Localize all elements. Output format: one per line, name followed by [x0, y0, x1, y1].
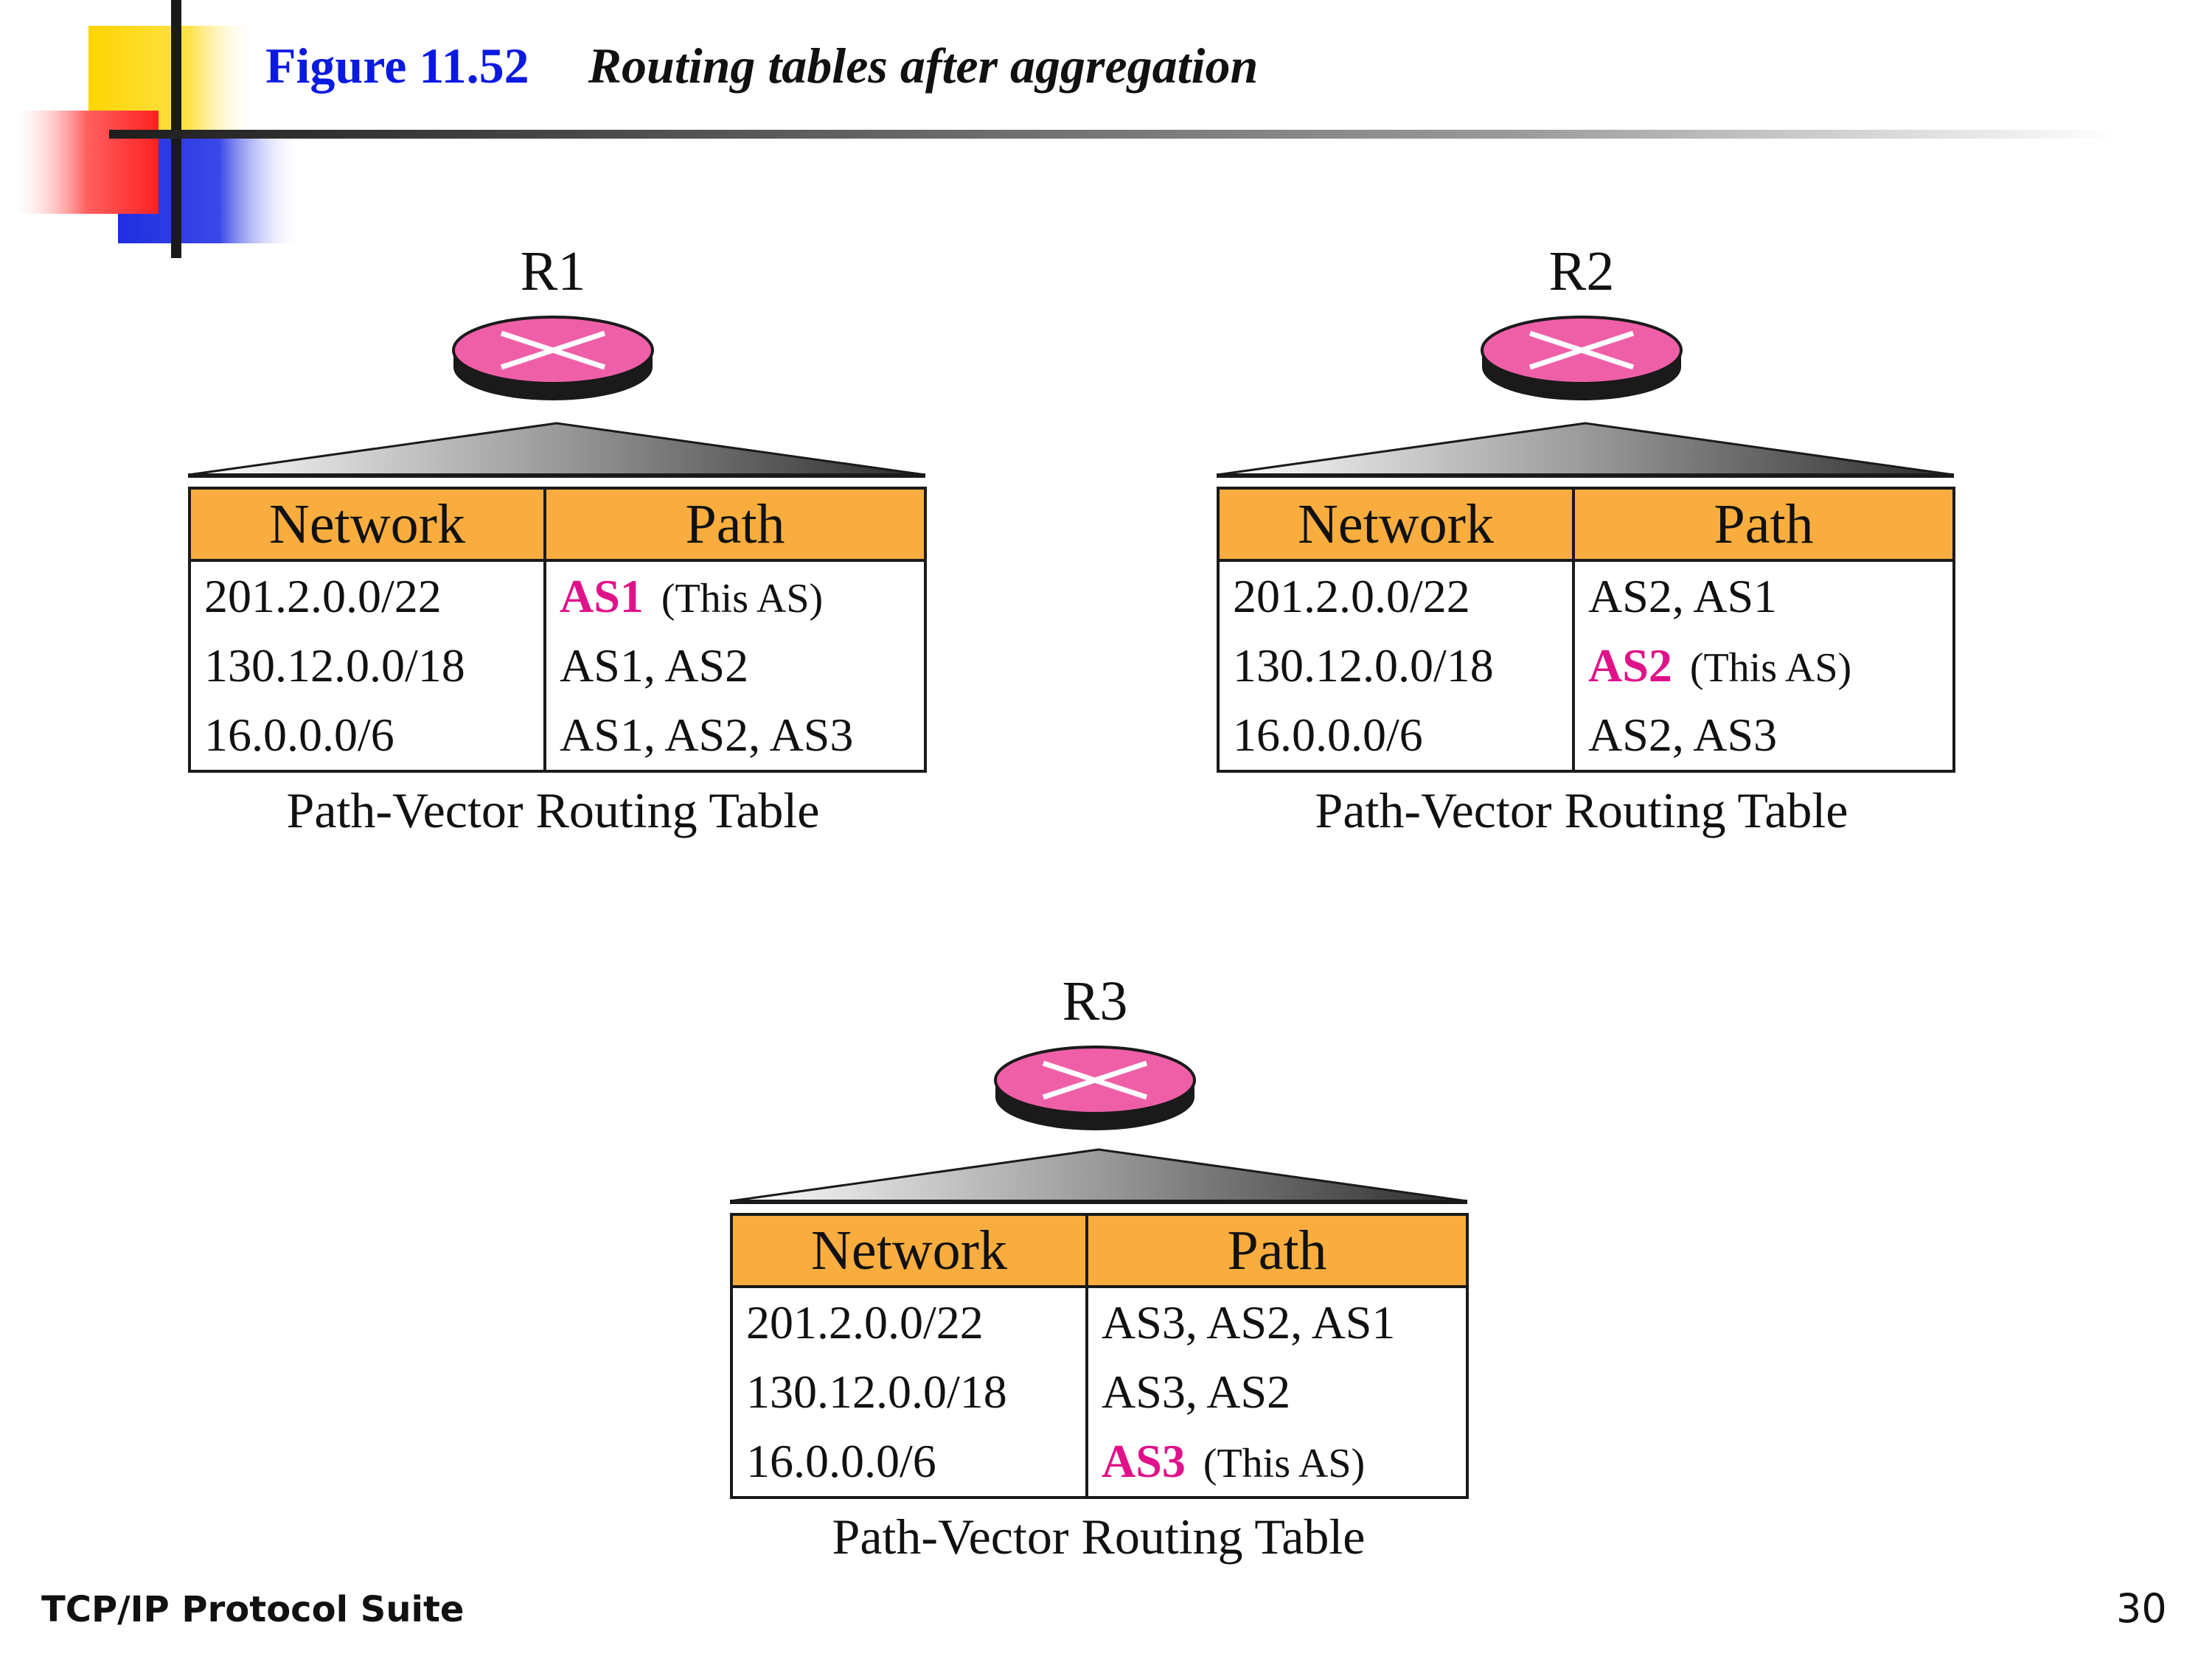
- footer-title: TCP/IP Protocol Suite: [41, 1589, 465, 1630]
- this-as-note: (This AS): [1203, 1441, 1366, 1486]
- table-row: 16.0.0.0/6 AS1, AS2, AS3: [188, 700, 927, 773]
- path-cell: AS2 (This AS): [1572, 631, 1955, 700]
- table-row: 16.0.0.0/6 AS3 (This AS): [730, 1427, 1469, 1499]
- table-row: 201.2.0.0/22 AS3, AS2, AS1: [730, 1287, 1469, 1357]
- path-value: AS3, AS2, AS1: [1102, 1296, 1396, 1349]
- path-cell: AS2, AS1: [1572, 560, 1955, 631]
- path-cell: AS1, AS2, AS3: [543, 700, 927, 773]
- this-as-label: AS1: [560, 570, 644, 622]
- title-underline: [111, 130, 2116, 139]
- figure-caption: Routing tables after aggregation: [588, 38, 1259, 94]
- table-caption: Path-Vector Routing Table: [1315, 782, 1848, 838]
- network-cell: 130.12.0.0/18: [188, 631, 546, 700]
- network-cell: 201.2.0.0/22: [1217, 560, 1575, 631]
- column-header-network: Network: [1217, 487, 1575, 562]
- column-header-path: Path: [1085, 1213, 1469, 1288]
- router-label: R2: [1548, 240, 1615, 302]
- this-as-note: (This AS): [661, 576, 824, 622]
- network-cell: 16.0.0.0/6: [188, 700, 546, 773]
- path-cell: AS3, AS2, AS1: [1085, 1287, 1469, 1357]
- network-cell: 16.0.0.0/6: [1217, 700, 1575, 773]
- path-value: AS2, AS1: [1588, 570, 1778, 622]
- table-row: 130.12.0.0/18 AS3, AS2: [730, 1357, 1469, 1427]
- column-header-network: Network: [188, 487, 546, 562]
- path-value: AS1, AS2: [560, 639, 749, 692]
- network-cell: 130.12.0.0/18: [1217, 631, 1575, 700]
- table-connector: [1216, 420, 1955, 487]
- path-value: AS1, AS2, AS3: [560, 709, 854, 761]
- network-cell: 201.2.0.0/22: [730, 1287, 1088, 1357]
- figure-number: Figure 11.52: [265, 38, 529, 94]
- table-connector: [729, 1147, 1468, 1213]
- router-label: R3: [1062, 970, 1128, 1032]
- router-icon: [450, 310, 656, 406]
- this-as-note: (This AS): [1689, 645, 1852, 691]
- table-connector: [187, 420, 926, 487]
- path-cell: AS1, AS2: [543, 631, 927, 700]
- figure-title: Figure 11.52 Routing tables after aggrega…: [265, 37, 1258, 95]
- table-row: 201.2.0.0/22 AS1 (This AS): [188, 560, 927, 631]
- this-as-label: AS2: [1588, 639, 1672, 692]
- table-caption: Path-Vector Routing Table: [832, 1509, 1366, 1565]
- path-value: AS3, AS2: [1102, 1366, 1291, 1418]
- column-header-path: Path: [543, 487, 927, 562]
- network-cell: 201.2.0.0/22: [188, 560, 546, 631]
- path-cell: AS1 (This AS): [543, 560, 927, 631]
- router-icon: [1478, 310, 1685, 406]
- path-cell: AS2, AS3: [1572, 700, 1955, 773]
- this-as-label: AS3: [1102, 1435, 1186, 1487]
- path-value: AS2, AS3: [1588, 709, 1778, 761]
- column-header-path: Path: [1572, 487, 1955, 562]
- network-cell: 16.0.0.0/6: [730, 1427, 1088, 1499]
- table-row: 130.12.0.0/18 AS1, AS2: [188, 631, 927, 700]
- router-icon: [992, 1040, 1198, 1135]
- path-cell: AS3, AS2: [1085, 1357, 1469, 1427]
- column-header-network: Network: [730, 1213, 1088, 1288]
- path-cell: AS3 (This AS): [1085, 1427, 1469, 1499]
- router-label: R1: [520, 240, 586, 302]
- network-cell: 130.12.0.0/18: [730, 1357, 1088, 1427]
- table-caption: Path-Vector Routing Table: [286, 782, 820, 838]
- page-number: 30: [2116, 1585, 2167, 1632]
